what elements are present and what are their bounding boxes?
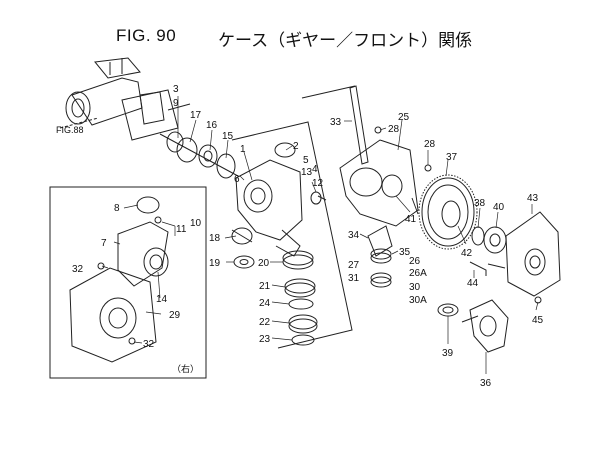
cover-drawing (469, 211, 561, 304)
callout-45: 45 (532, 315, 544, 326)
callout-33: 33 (330, 117, 342, 128)
callout-5: 5 (303, 155, 309, 166)
callout-19: 19 (209, 258, 221, 269)
callout-1: 1 (240, 144, 246, 155)
bracket-lines (231, 85, 356, 349)
callout-28a: 28 (388, 124, 400, 135)
callout-30a: 30A (409, 295, 427, 306)
inset-case-drawing (69, 196, 169, 363)
callout-13: 13 (301, 167, 313, 178)
callout-22: 22 (259, 317, 271, 328)
figure-number: FIG. 90 (116, 26, 177, 45)
callout-7: 7 (101, 238, 107, 249)
callout-14: 14 (156, 294, 168, 305)
callout-4: 4 (312, 164, 318, 175)
seal-rings-drawing (159, 131, 239, 179)
callout-32b: 32 (143, 339, 155, 350)
callout-17: 17 (190, 110, 202, 121)
callout-36: 36 (480, 378, 492, 389)
bearing-stack-drawing (282, 250, 318, 346)
callout-41: 41 (405, 214, 417, 225)
callout-39: 39 (442, 348, 454, 359)
bearings-38-40-drawing (471, 226, 507, 254)
leader-lines (101, 96, 539, 374)
callout-12: 12 (312, 178, 324, 189)
callout-30: 30 (409, 282, 421, 293)
callout-34: 34 (348, 230, 360, 241)
callout-20: 20 (258, 258, 270, 269)
flange-drawing (437, 299, 509, 353)
callout-10: 10 (190, 218, 202, 229)
callout-44: 44 (467, 278, 479, 289)
callout-numbers: 3 9 17 16 15 1 2 6 5 4 13 12 18 19 20 21… (72, 84, 544, 389)
callout-11: 11 (176, 224, 187, 235)
callout-9: 9 (173, 98, 179, 109)
callout-35: 35 (399, 247, 411, 258)
callout-18: 18 (209, 233, 221, 244)
inset-box (49, 186, 207, 379)
callout-21: 21 (259, 281, 271, 292)
callout-27: 27 (348, 260, 360, 271)
callout-26a: 26A (409, 268, 427, 279)
axle-housing-drawing (59, 57, 191, 141)
pinion-set-drawing (367, 225, 393, 288)
callout-15: 15 (222, 131, 234, 142)
callout-37: 37 (446, 152, 458, 163)
callout-32a: 32 (72, 264, 84, 275)
figure-title: ケース（ギヤー／フロント）関係 (218, 31, 473, 51)
center-case-drawing (231, 142, 327, 269)
callout-8: 8 (114, 203, 120, 214)
callout-2: 2 (293, 141, 299, 152)
callout-25: 25 (398, 112, 410, 123)
callout-26: 26 (409, 256, 421, 267)
callout-3: 3 (173, 84, 179, 95)
callout-29: 29 (169, 310, 181, 321)
upper-case-drawing (339, 85, 432, 227)
fig-reference: FIG.88 (56, 125, 84, 135)
callout-40: 40 (493, 202, 505, 213)
callout-31: 31 (348, 273, 360, 284)
inset-side-note: （右） (172, 363, 199, 375)
callout-16: 16 (206, 120, 218, 131)
callout-38: 38 (474, 198, 486, 209)
callout-23: 23 (259, 334, 271, 345)
callout-43: 43 (527, 193, 539, 204)
callout-24: 24 (259, 298, 271, 309)
callout-6: 6 (234, 174, 240, 185)
callout-28b: 28 (424, 139, 436, 150)
ring-gear-drawing (418, 174, 478, 250)
callout-42: 42 (461, 248, 473, 259)
